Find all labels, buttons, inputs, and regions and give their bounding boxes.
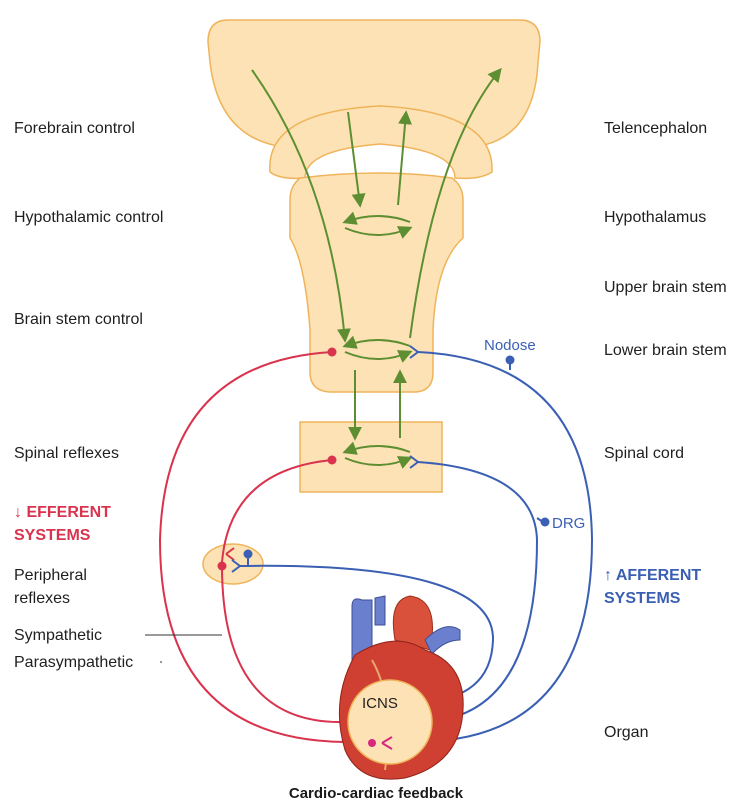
left-labels: Forebrain control Hypothalamic control B… xyxy=(14,120,163,671)
label-hypothalamus: Hypothalamus xyxy=(604,209,706,226)
caption-cardio-cardiac-feedback: Cardio-cardiac feedback xyxy=(289,785,464,802)
parasympathetic-terminal-dot xyxy=(368,739,376,747)
pulmonary-vessels-shape xyxy=(375,596,385,625)
label-peripheral-line1: Peripheral xyxy=(14,567,87,584)
label-spinal-reflexes: Spinal reflexes xyxy=(14,445,119,462)
label-afferent-line2: SYSTEMS xyxy=(604,590,681,607)
label-brain-stem-control: Brain stem control xyxy=(14,311,143,328)
label-efferent-line1: ↓ EFFERENT xyxy=(14,504,111,521)
label-parasympathetic: Parasympathetic xyxy=(14,654,133,671)
efferent-pathways xyxy=(160,352,345,742)
label-forebrain-control: Forebrain control xyxy=(14,120,135,137)
peripheral-to-heart-efferent-path xyxy=(222,566,345,722)
drg-ganglion-dot xyxy=(541,518,550,527)
label-efferent-line2: SYSTEMS xyxy=(14,527,91,544)
label-drg: DRG xyxy=(552,515,585,532)
label-peripheral-line2: reflexes xyxy=(14,590,70,607)
peripheral-ganglion-shape xyxy=(203,544,263,584)
label-spinal-cord: Spinal cord xyxy=(604,445,684,462)
brain-structures xyxy=(203,20,540,584)
label-upper-brain-stem: Upper brain stem xyxy=(604,279,727,296)
right-labels: Telencephalon Hypothalamus Upper brain s… xyxy=(604,120,727,741)
label-lower-brain-stem: Lower brain stem xyxy=(604,342,727,359)
heart-illustration xyxy=(339,596,463,779)
label-organ: Organ xyxy=(604,724,648,741)
label-icns: ICNS xyxy=(362,695,398,712)
label-nodose: Nodose xyxy=(484,337,536,354)
peripheral-ganglion-dot xyxy=(244,550,253,559)
label-afferent-line1: ↑ AFFERENT xyxy=(604,567,701,584)
label-hypothalamic-control: Hypothalamic control xyxy=(14,209,163,226)
label-telencephalon: Telencephalon xyxy=(604,120,707,137)
label-sympathetic: Sympathetic xyxy=(14,627,102,644)
spinal-cord-shape xyxy=(300,422,442,492)
nodose-ganglion-dot xyxy=(506,356,515,365)
icns-circle xyxy=(348,680,432,764)
